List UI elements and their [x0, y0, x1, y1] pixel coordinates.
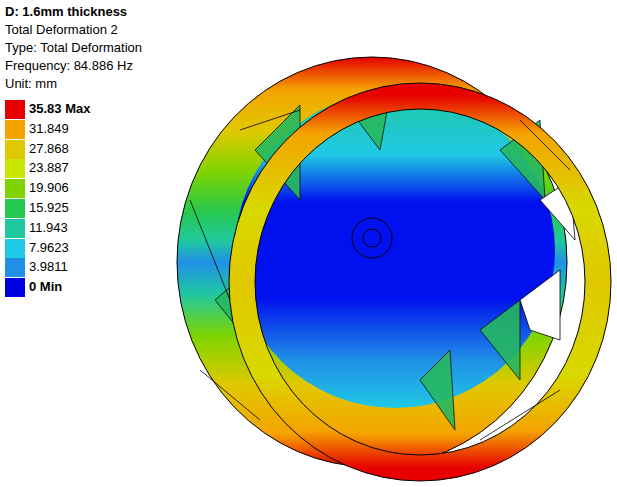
legend-swatch	[5, 159, 25, 178]
legend-value: 15.925	[29, 200, 69, 216]
legend-swatch	[5, 258, 25, 277]
legend-swatch	[5, 239, 25, 258]
legend-value: 27.868	[29, 141, 69, 157]
result-info: Unit: mm	[5, 76, 57, 92]
legend-swatch	[5, 199, 25, 218]
result-title: D: 1.6mm thickness	[5, 4, 127, 20]
legend-value: 0 Min	[29, 279, 62, 295]
legend-swatch	[5, 219, 25, 238]
result-info: Frequency: 84.886 Hz	[5, 58, 133, 74]
result-info: Type: Total Deformation	[5, 40, 142, 56]
legend-value: 23.887	[29, 160, 69, 176]
legend-swatch	[5, 179, 25, 198]
legend-value: 3.9811	[29, 259, 68, 275]
legend-swatch	[5, 120, 25, 139]
legend-value: 19.906	[29, 180, 69, 196]
legend-swatch	[5, 278, 25, 297]
legend-swatch	[5, 100, 25, 119]
legend-value: 35.83 Max	[29, 101, 90, 117]
legend-value: 7.9623	[29, 240, 69, 256]
result-info: Total Deformation 2	[5, 22, 118, 38]
legend-value: 11.943	[29, 220, 68, 236]
legend-swatch	[5, 140, 25, 159]
legend-value: 31.849	[29, 121, 69, 137]
